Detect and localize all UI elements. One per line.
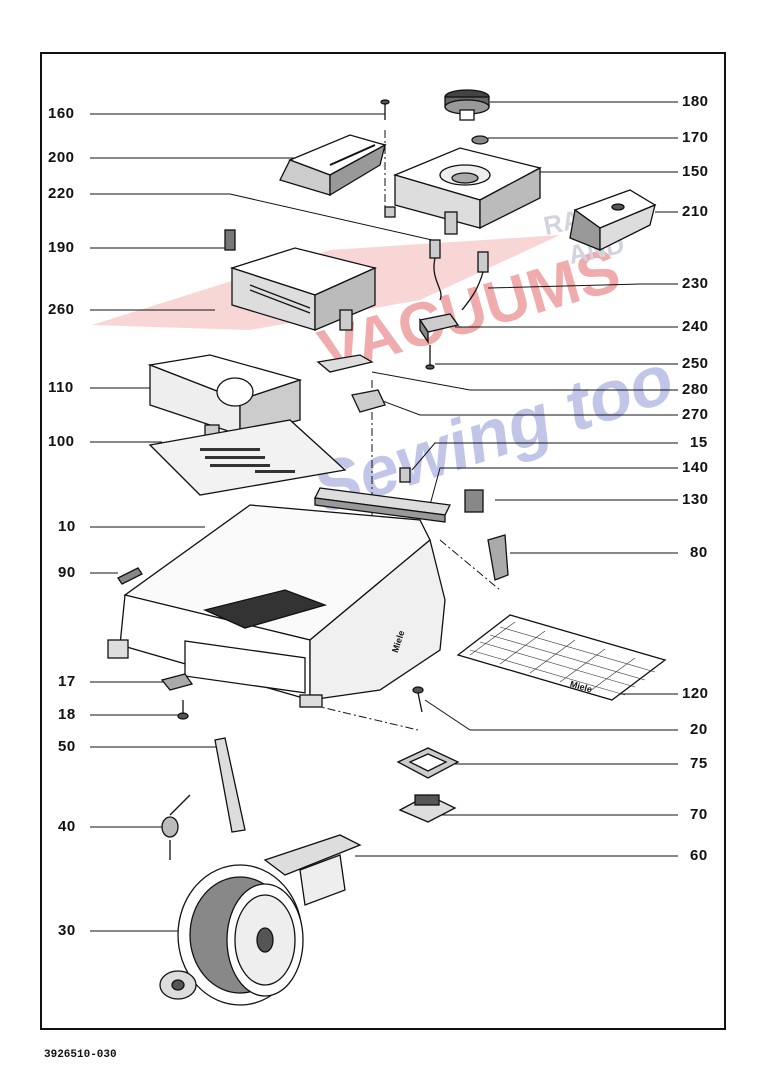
part-250-screw	[425, 345, 435, 370]
part-75-frame	[396, 747, 460, 779]
part-130-switch	[464, 489, 484, 513]
part-260-housing	[229, 247, 377, 331]
housing-grille	[203, 589, 328, 629]
callout-210: 210	[682, 203, 709, 220]
part-240-terminal	[418, 313, 460, 345]
part-30-cable-reel	[159, 864, 304, 1006]
callout-80: 80	[690, 544, 708, 561]
part-70-terminal-board	[398, 794, 457, 823]
callout-200: 200	[48, 149, 75, 166]
leader-lines	[90, 101, 678, 932]
callout-70: 70	[690, 806, 708, 823]
leader-20	[424, 699, 678, 731]
callout-260: 260	[48, 301, 75, 318]
part-210-cover	[569, 189, 657, 252]
callout-30: 30	[58, 922, 76, 939]
part-80-latch	[487, 534, 509, 581]
leader-15	[411, 442, 678, 471]
part-140-bar	[314, 487, 451, 523]
callout-120: 120	[682, 685, 709, 702]
part-18-screw	[177, 700, 189, 720]
part-230-switch	[461, 251, 489, 311]
part-15-clip	[399, 467, 411, 483]
leader-230	[487, 283, 678, 289]
callout-280: 280	[682, 381, 709, 398]
part-190-spring	[224, 229, 236, 251]
leader-280	[371, 371, 678, 391]
callout-15: 15	[690, 434, 708, 451]
callout-50: 50	[58, 738, 76, 755]
part-50-arm	[214, 737, 246, 833]
part-150-top-cover	[384, 147, 542, 235]
part-100-circuit-board	[148, 419, 347, 496]
callout-75: 75	[690, 755, 708, 772]
part-120-filter: Miele	[456, 614, 667, 701]
callout-270: 270	[682, 406, 709, 423]
part-280-lever	[316, 354, 374, 373]
part-160-screw	[380, 99, 390, 120]
part-170-nut	[471, 135, 489, 145]
callout-220: 220	[48, 185, 75, 202]
callout-130: 130	[682, 491, 709, 508]
callout-140: 140	[682, 459, 709, 476]
part-270-clip	[351, 389, 386, 413]
leader-270	[379, 399, 678, 416]
callout-17: 17	[58, 673, 76, 690]
callout-40: 40	[58, 818, 76, 835]
callout-170: 170	[682, 129, 709, 146]
callout-240: 240	[682, 318, 709, 335]
callout-10: 10	[58, 518, 76, 535]
part-180-knob	[444, 89, 490, 121]
callout-110: 110	[48, 379, 74, 396]
callout-100: 100	[48, 433, 75, 450]
part-200-cover	[279, 134, 387, 197]
part-17-bracket	[160, 673, 194, 691]
part-90-pin	[117, 567, 143, 585]
callout-230: 230	[682, 275, 709, 292]
part-220-switch	[429, 239, 442, 301]
callout-190: 190	[48, 239, 75, 256]
leader-220	[90, 193, 433, 241]
assembly-line-c	[311, 704, 419, 731]
callout-20: 20	[690, 721, 708, 738]
callout-90: 90	[58, 564, 76, 581]
part-10-base-housing: Miele	[107, 504, 446, 708]
callout-250: 250	[682, 355, 709, 372]
part-60-cable-guide	[263, 834, 362, 906]
callout-18: 18	[58, 706, 76, 723]
callout-180: 180	[682, 93, 709, 110]
assembly-line-d	[439, 539, 501, 591]
part-40-bushing	[161, 794, 191, 860]
callout-60: 60	[690, 847, 708, 864]
diagram-frame	[40, 52, 726, 1030]
parts: Miele Miele	[107, 89, 667, 1006]
part-20-screw	[412, 686, 424, 713]
filter-grid	[469, 621, 656, 696]
callout-160: 160	[48, 105, 75, 122]
document-number: 3926510-030	[44, 1049, 117, 1061]
callout-150: 150	[682, 163, 709, 180]
leader-140	[429, 467, 678, 506]
